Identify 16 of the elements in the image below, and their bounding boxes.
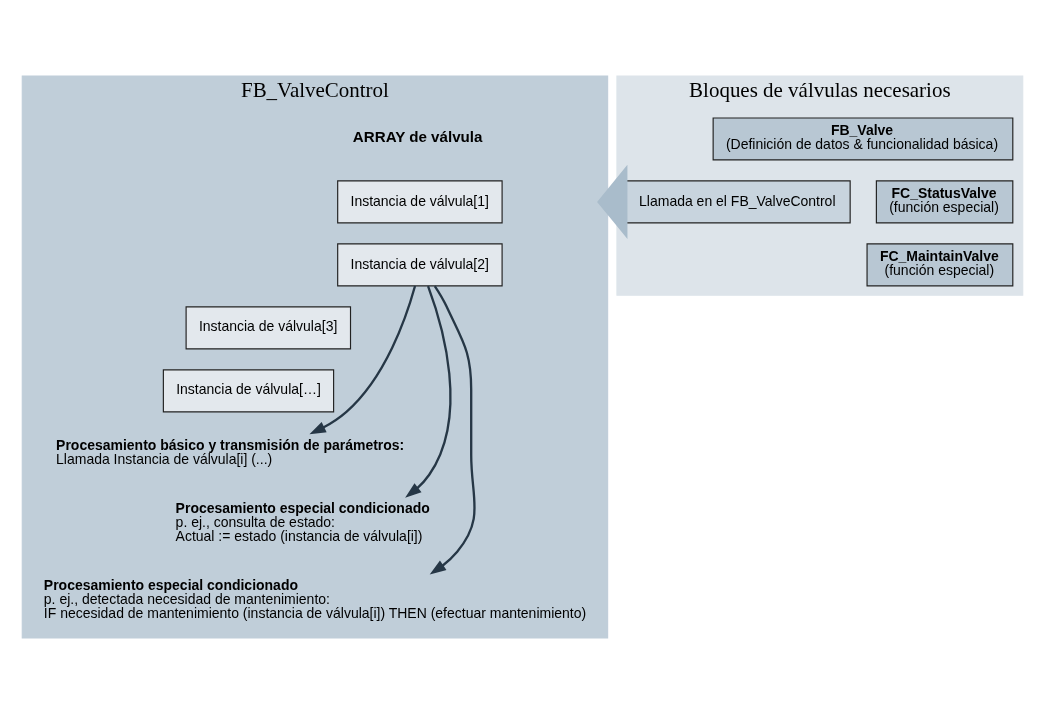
node-box: FC_MaintainValve (función especial) xyxy=(866,242,1014,286)
node-box: Instancia de válvula[2] xyxy=(337,242,503,286)
arrow xyxy=(405,285,452,498)
label: ARRAY de válvula xyxy=(352,127,483,145)
arrow xyxy=(597,164,628,239)
node-box: Instancia de válvula[3] xyxy=(185,305,352,349)
node-text: Procesamiento básico y transmisión de parámetros: Llamada Instancia de válvula[i] (...) xyxy=(56,436,405,467)
arrow xyxy=(429,285,476,575)
node-text: Procesamiento especial condicionado p. ej., consulta de estado: Actual := estado (instancia de válvula[i]) xyxy=(175,499,430,544)
node-box: FC_StatusValve (función especial) xyxy=(875,179,1014,223)
node-box: Instancia de válvula[1] xyxy=(337,179,503,223)
node-box: Instancia de válvula[…] xyxy=(162,368,335,412)
node-box: Llamada en el FB_ValveControl xyxy=(625,179,851,223)
node-text: Procesamiento especial condicionado p. ej., detectada necesidad de mantenimiento: IF necesidad de mantenimiento (instancia de válvula[i]) THEN (efectuar mantenimiento) xyxy=(43,576,587,621)
node-box: FB_Valve (Definición de datos & funcionalidad básica) xyxy=(712,116,1014,161)
arrow xyxy=(309,285,417,434)
